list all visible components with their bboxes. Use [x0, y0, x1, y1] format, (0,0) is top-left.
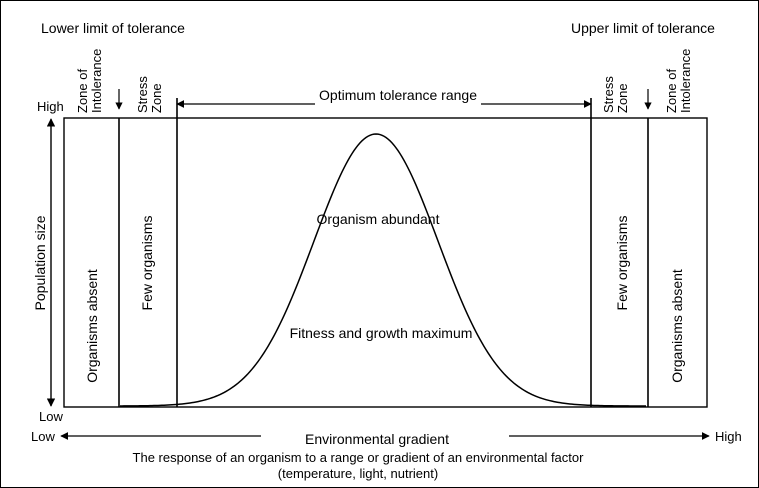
stress-zone-right: Stress Zone: [601, 76, 630, 113]
x-axis-title: Environmental gradient: [305, 431, 449, 447]
caption-line-1: The response of an organism to a range o…: [133, 450, 585, 465]
few-organisms-right: Few organisms: [614, 216, 630, 311]
plot-box: [63, 117, 708, 408]
optimum-range-label: Optimum tolerance range: [319, 87, 477, 103]
zone-intolerance-left-line2: Intolerance: [89, 49, 104, 113]
upper-limit-label: Upper limit of tolerance: [571, 20, 715, 36]
organisms-absent-right: Organisms absent: [669, 269, 685, 383]
zone-intolerance-left: Zone of Intolerance: [75, 49, 104, 113]
few-organisms-left-group: Few organisms: [139, 216, 155, 311]
organism-abundant-label: Organism abundant: [317, 211, 440, 227]
high-y-label: High: [37, 99, 64, 114]
low-x-label: Low: [31, 429, 55, 444]
y-axis-title: Population size: [32, 215, 48, 310]
zone-intolerance-left-line1: Zone of: [75, 69, 90, 113]
fitness-label: Fitness and growth maximum: [290, 325, 473, 341]
organisms-absent-right-group: Organisms absent: [669, 269, 685, 383]
organisms-absent-left: Organisms absent: [84, 269, 100, 383]
stress-zone-left-line1: Stress: [135, 76, 150, 113]
high-x-label: High: [715, 429, 742, 444]
stress-zone-left-line2: Zone: [149, 83, 164, 113]
caption-line-2: (temperature, light, nutrient): [278, 466, 438, 481]
population-curve: [119, 133, 646, 407]
low-y-label: Low: [39, 409, 63, 424]
y-axis-title-group: Population size: [32, 215, 48, 310]
organisms-absent-left-group: Organisms absent: [84, 269, 100, 383]
zone-intolerance-right-line2: Intolerance: [678, 49, 693, 113]
few-organisms-right-group: Few organisms: [614, 216, 630, 311]
stress-zone-left: Stress Zone: [135, 76, 164, 113]
stress-zone-right-line1: Stress: [601, 76, 616, 113]
few-organisms-left: Few organisms: [139, 216, 155, 311]
lower-limit-label: Lower limit of tolerance: [41, 20, 185, 36]
zone-intolerance-right-line1: Zone of: [664, 69, 679, 113]
stress-zone-right-line2: Zone: [615, 83, 630, 113]
zone-intolerance-right: Zone of Intolerance: [664, 49, 693, 113]
